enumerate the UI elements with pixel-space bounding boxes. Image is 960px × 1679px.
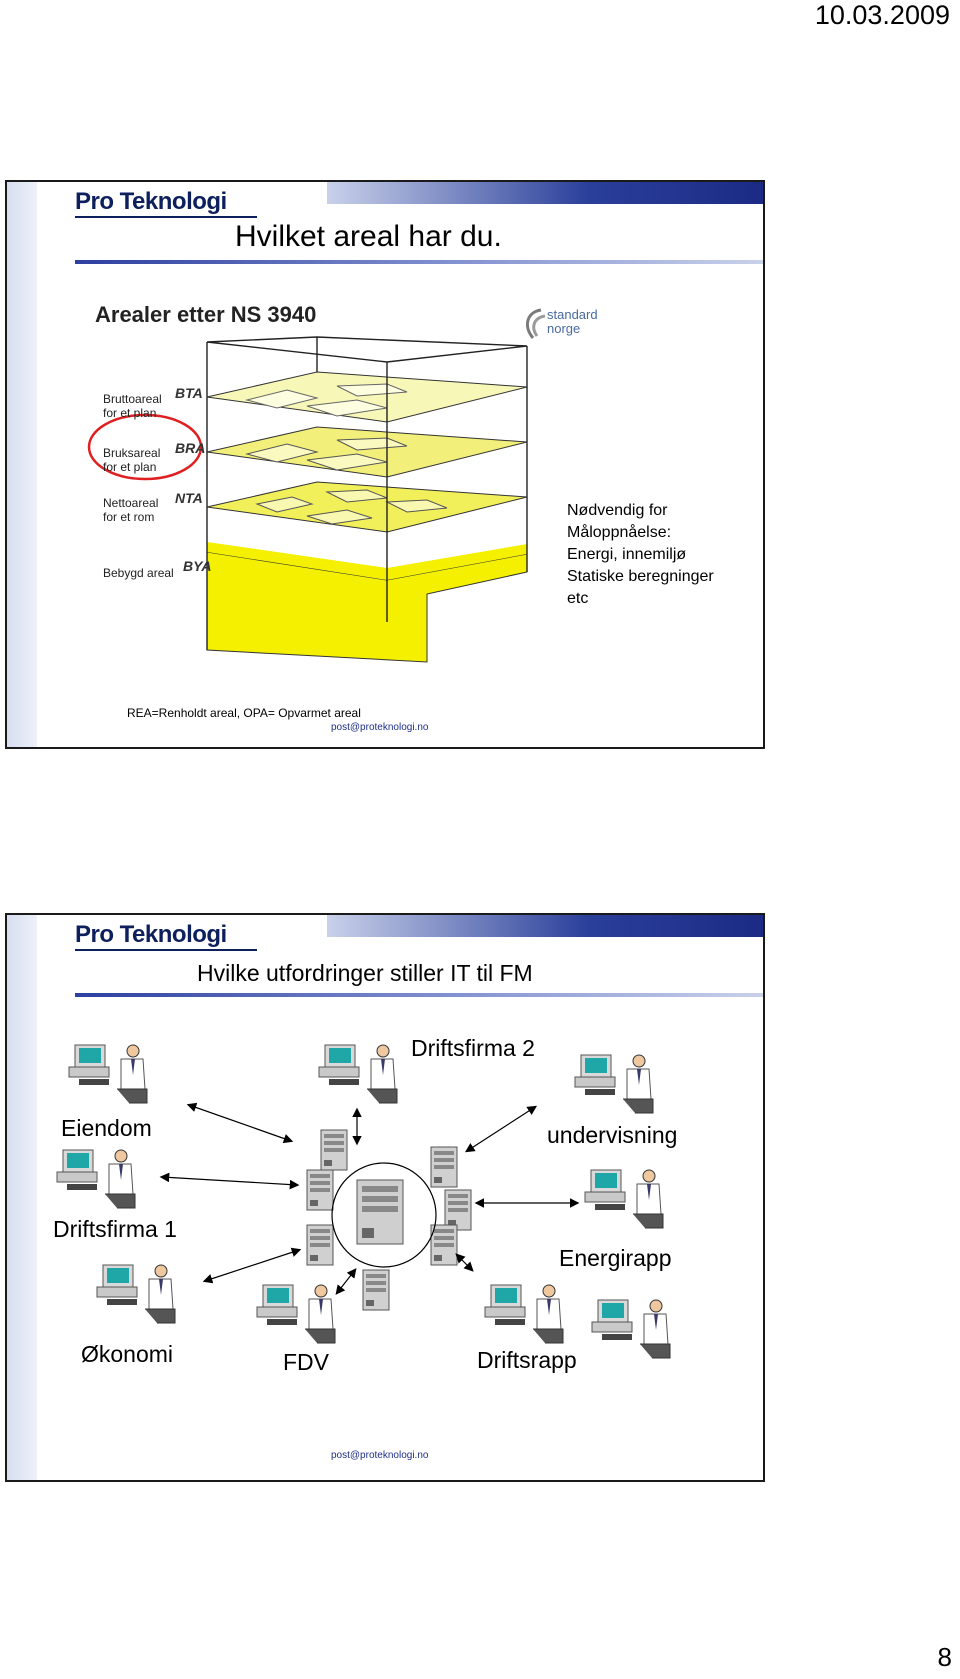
arrow-fdv xyxy=(335,1268,357,1295)
server-icon-1 xyxy=(320,1129,348,1171)
node-driftsrapp: Driftsrapp xyxy=(477,1347,577,1373)
server-icon-4 xyxy=(362,1269,390,1311)
label-bya: Bebygd areal xyxy=(103,566,174,580)
pro-teknologi-logo: Pro Teknologi xyxy=(75,188,227,215)
arrow-eiendom xyxy=(186,1102,294,1144)
note-text: Nødvendig for Måloppnåelse: Energi, inne… xyxy=(567,502,714,607)
slide-title: Hvilke utfordringer stiller IT til FM xyxy=(197,960,533,986)
workstation-icon-eiendom xyxy=(68,1044,148,1104)
title-rule xyxy=(75,993,763,997)
server-icon-6 xyxy=(444,1189,472,1231)
node-driftsfirma2: Driftsfirma 2 xyxy=(411,1035,535,1061)
standard-norge-swirl-icon xyxy=(525,308,546,339)
abbr-bra: BRA xyxy=(175,440,206,456)
workstation-icon-energirapp xyxy=(584,1169,664,1229)
workstation-icon-driftsfirma1 xyxy=(56,1149,136,1209)
workstation-icon-okonomi xyxy=(96,1264,176,1324)
workstation-icon-undervisning xyxy=(574,1054,654,1114)
network-diagram xyxy=(56,1044,671,1359)
arrow-okonomi xyxy=(202,1247,302,1284)
logo-underline xyxy=(75,949,257,951)
workstation-icon-driftsfirma2 xyxy=(318,1044,398,1104)
slide-areal: Pro Teknologi Hvilket areal har du. Area… xyxy=(5,180,765,749)
slide-it-fm: Pro Teknologi Hvilke utfordringer stille… xyxy=(5,913,765,1482)
arrow-driftsrapp xyxy=(455,1253,474,1272)
figure-title: Arealer etter NS 3940 xyxy=(95,302,317,327)
workstation-icon-driftsrapp xyxy=(484,1284,564,1344)
standard-norge-logo: standard norge xyxy=(519,304,609,344)
slide-top-band xyxy=(327,915,763,937)
server-icon-central xyxy=(356,1179,404,1245)
server-icon-3 xyxy=(306,1224,334,1266)
node-okonomi: Økonomi xyxy=(81,1341,174,1367)
caption-rea-opa: REA=Renholdt areal, OPA= Opvarmet areal xyxy=(127,706,361,720)
abbr-bya: BYA xyxy=(183,558,212,574)
footer-email: post@proteknologi.no xyxy=(331,722,429,733)
server-icon-2 xyxy=(306,1169,334,1211)
brand-line2: norge xyxy=(547,321,581,336)
node-energirapp: Energirapp xyxy=(559,1245,672,1271)
abbr-bta: BTA xyxy=(175,385,203,401)
slide-left-band xyxy=(7,182,37,747)
building-area-diagram xyxy=(87,336,528,663)
server-icon-7 xyxy=(430,1224,458,1266)
label-bta: Bruttoareal for et plan xyxy=(103,392,162,420)
workstation-icon-fdv xyxy=(256,1284,336,1344)
arrow-undervisning xyxy=(464,1105,538,1153)
abbr-nta: NTA xyxy=(175,490,203,506)
slide-left-band xyxy=(7,915,37,1480)
slide-top-band xyxy=(327,182,763,204)
logo-underline xyxy=(75,216,257,218)
title-rule xyxy=(75,260,763,264)
brand-line1: standard xyxy=(547,307,598,322)
node-fdv: FDV xyxy=(283,1349,329,1375)
node-driftsfirma1: Driftsfirma 1 xyxy=(53,1216,177,1242)
page-number: 8 xyxy=(937,1642,952,1672)
workstation-icon-energirapp-2 xyxy=(591,1299,671,1359)
central-server-circle xyxy=(331,1162,437,1268)
arrow-driftsfirma1 xyxy=(159,1172,300,1190)
slide-title: Hvilket areal har du. xyxy=(235,220,502,253)
server-icon-5 xyxy=(430,1146,458,1188)
label-nta: Nettoareal for et rom xyxy=(103,496,159,524)
pro-teknologi-logo: Pro Teknologi xyxy=(75,921,227,948)
footer-email: post@proteknologi.no xyxy=(331,1450,429,1461)
node-eiendom: Eiendom xyxy=(61,1115,152,1141)
node-undervisning: undervisning xyxy=(547,1122,678,1148)
label-bra: Bruksareal for et plan xyxy=(103,446,161,474)
document-date: 10.03.2009 xyxy=(814,0,950,30)
